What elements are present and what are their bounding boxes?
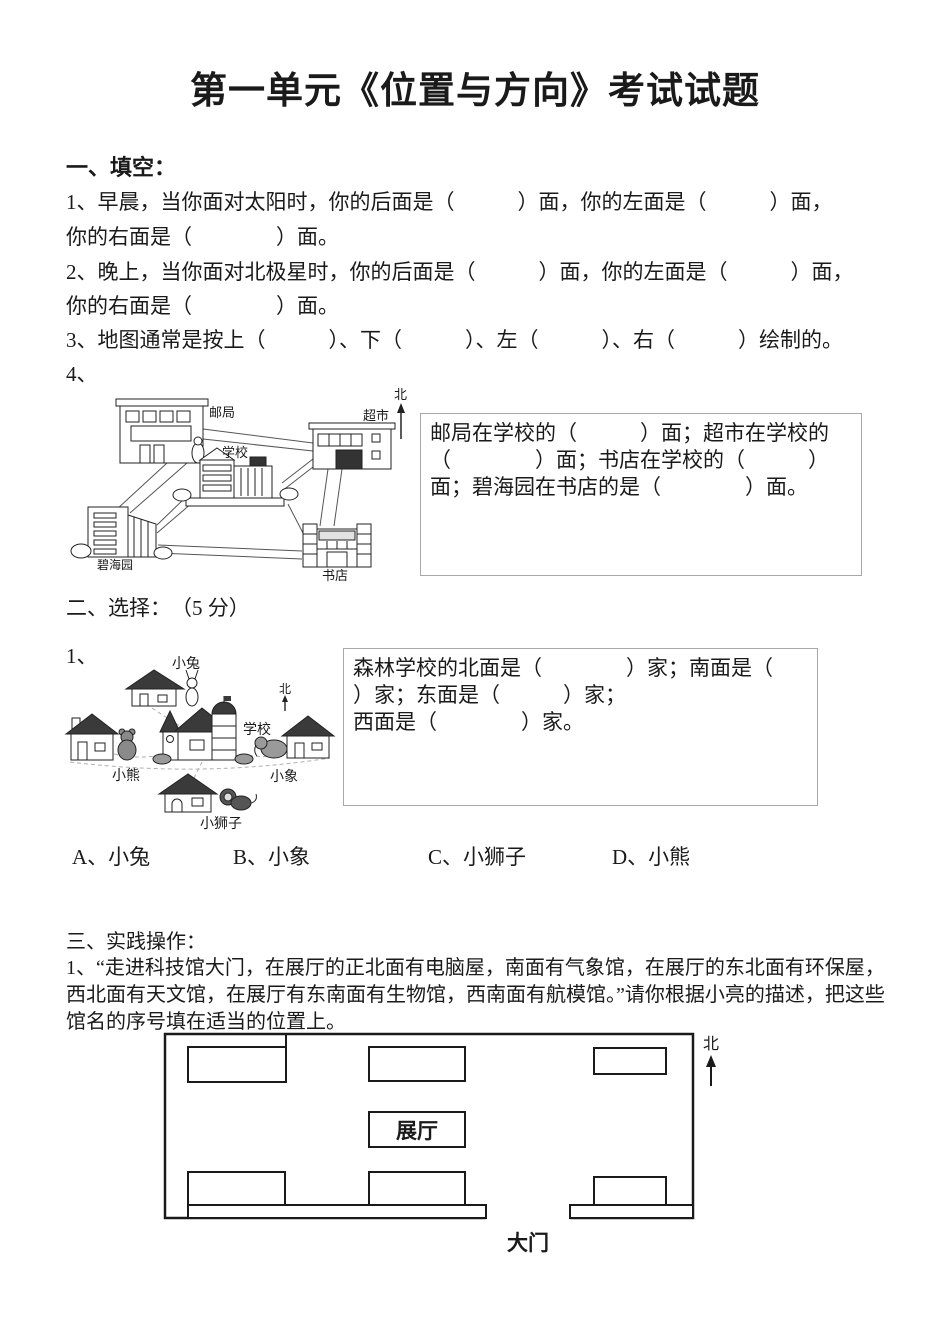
post-office-building	[115, 398, 209, 464]
supermarket-label: 超市	[363, 408, 389, 423]
gate-label: 大门	[507, 1231, 549, 1255]
supermarket-building	[308, 422, 396, 470]
forest-school-map: 小兔 北 小熊	[64, 656, 336, 832]
north-label: 北	[394, 387, 407, 402]
page-title: 第一单元《位置与方向》考试试题	[190, 71, 760, 112]
section-fill-heading: 一、填空：	[66, 155, 177, 180]
hall-center-box	[368, 1111, 466, 1148]
fill-q2-line2: 你的右面是（ ）面。	[66, 294, 339, 318]
school-building	[172, 447, 299, 507]
north-arrow: 北	[394, 387, 407, 439]
map2-question-box: 森林学校的北面是（ ）家；南面是（ ）家；东面是（ ）家； 西面是（ ）家。	[343, 648, 818, 806]
section-practice-heading: 三、实践操作：	[66, 931, 206, 953]
buildings-direction-map: 邮局 超市 学校	[70, 387, 407, 583]
room-northeast	[593, 1047, 667, 1075]
roads	[115, 428, 343, 560]
map2-question-line3: 西面是（ ）家。	[353, 710, 584, 734]
north-arrow: 北	[703, 1035, 719, 1086]
map2-question-line1: 森林学校的北面是（ ）家；南面是（	[353, 656, 773, 680]
rabbit-label: 小兔	[172, 656, 200, 672]
elephant-figure	[254, 736, 288, 759]
room-southwest	[187, 1171, 286, 1206]
elephant-house	[280, 715, 336, 759]
room-south	[368, 1171, 466, 1206]
option-d: D、小熊	[612, 845, 691, 869]
option-a: A、小兔	[72, 845, 151, 869]
fill-q4-number: 4、	[66, 362, 98, 386]
fill-q3: 3、地图通常是按上（ ）、下（ ）、左（ ）、右（ ）绘制的。	[66, 328, 843, 352]
room-north	[368, 1046, 466, 1082]
bear-house	[64, 713, 120, 761]
bookstore-label: 书店	[322, 568, 348, 583]
lion-figure	[219, 788, 257, 811]
map1-question-line3: 面；碧海园在书店的是（ ）面。	[430, 475, 808, 499]
practice-q1-line1: 1、“走进科技馆大门，在展厅的正北面有电脑屋，南面有气象馆，在展厅的东北面有环保…	[66, 957, 885, 979]
bear-figure	[117, 728, 137, 761]
rabbit-figure	[185, 669, 199, 707]
school-label: 学校	[243, 721, 271, 738]
north-arrow: 北	[279, 682, 291, 711]
room-southeast	[593, 1176, 667, 1206]
garden-label: 碧海园	[97, 557, 133, 572]
elephant-label: 小象	[270, 769, 298, 785]
rabbit-house	[124, 669, 186, 707]
section-choice-heading: 二、选择： （5 分）	[66, 596, 250, 620]
fill-q1-line1: 1、早晨，当你面对太阳时，你的后面是（ ）面，你的左面是（ ）面，	[66, 190, 833, 214]
practice-q1-line2: 西北面有天文馆，在展厅有东南面有生物馆，西南面有航模馆。”请你根据小亮的描述，把…	[66, 984, 885, 1006]
choice-item-number: 1、	[66, 644, 98, 668]
option-c: C、小狮子	[428, 845, 527, 869]
lion-house	[157, 773, 219, 813]
map1-question-line2: （ ）面；书店在学校的（ ）	[430, 448, 829, 472]
north-label: 北	[279, 682, 291, 696]
school-building	[152, 696, 254, 765]
fill-q2-line1: 2、晚上，当你面对北极星时，你的后面是（ ）面，你的左面是（ ）面，	[66, 260, 854, 284]
hall-label: 展厅	[396, 1119, 438, 1143]
map1-question-box: 邮局在学校的（ ）面；超市在学校的 （ ）面；书店在学校的（ ） 面；碧海园在书…	[420, 413, 862, 576]
hall-floorplan: 展厅 大门 北	[163, 1032, 719, 1255]
post-office-label: 邮局	[209, 405, 235, 420]
map2-question-line2: ）家；东面是（ ）家；	[353, 683, 626, 707]
room-northwest	[187, 1046, 287, 1083]
map1-question-line1: 邮局在学校的（ ）面；超市在学校的	[430, 421, 829, 445]
fill-q1-line2: 你的右面是（ ）面。	[66, 225, 339, 249]
garden-building	[70, 506, 173, 560]
practice-q1-line3: 馆名的序号填在适当的位置上。	[66, 1011, 346, 1033]
lion-label: 小狮子	[200, 816, 242, 832]
school-label: 学校	[222, 445, 248, 460]
bottom-wall-right	[569, 1204, 694, 1219]
bottom-wall-left	[187, 1204, 487, 1219]
option-b: B、小象	[233, 845, 311, 869]
bear-label: 小熊	[112, 768, 140, 784]
bookstore-building	[302, 523, 372, 568]
north-label: 北	[703, 1035, 719, 1053]
